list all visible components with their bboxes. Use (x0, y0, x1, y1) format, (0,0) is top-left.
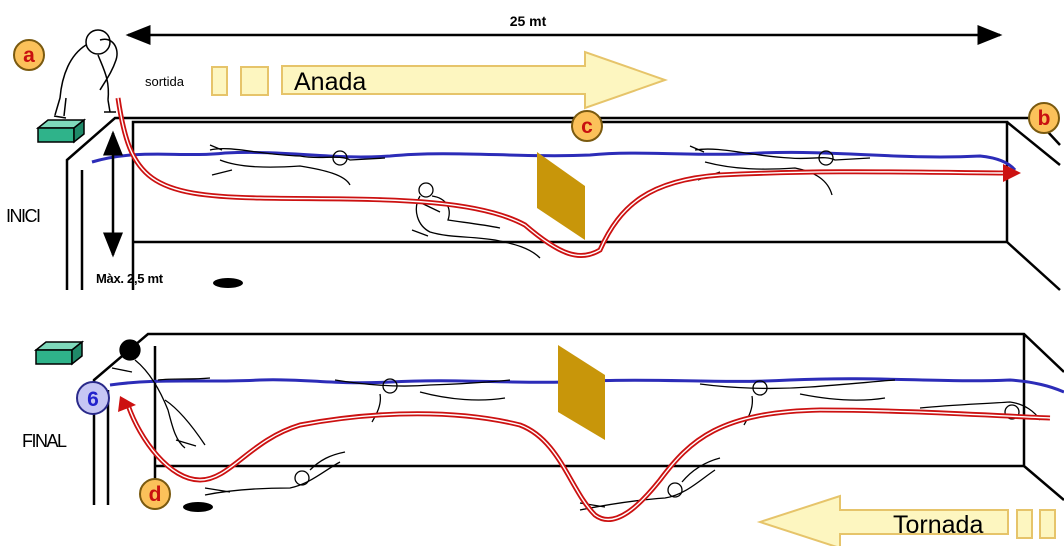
svg-text:d: d (149, 483, 162, 506)
path-arrowhead-return (118, 396, 136, 412)
return-label: Tornada (893, 511, 983, 539)
finishing-swimmer-figure (111, 339, 211, 449)
badge-d: d (139, 478, 171, 510)
start-block (35, 118, 87, 144)
starting-swimmer-figure (53, 29, 118, 119)
svg-text:a: a (23, 44, 35, 67)
path-arrowhead-outbound (1003, 164, 1021, 182)
badge-c: c (571, 110, 603, 142)
swimmer-figure-bottom-1 (334, 378, 511, 423)
svg-text:6: 6 (87, 388, 99, 411)
turn-panel-outbound (537, 152, 585, 240)
svg-text:b: b (1038, 107, 1051, 130)
svg-text:c: c (581, 115, 593, 138)
return-arrow (756, 494, 1056, 546)
turn-panel-return (558, 345, 605, 440)
water-line-outbound (91, 150, 1017, 172)
badge-6: 6 (76, 381, 110, 415)
swimmer-figure-top-1 (209, 144, 386, 186)
depth-marker-outbound (213, 278, 243, 288)
badge-a: a (13, 39, 45, 71)
turning-swimmer-figure (919, 401, 1041, 421)
depth-marker-return (183, 502, 213, 512)
start-side-label: INICI (6, 206, 40, 226)
underwater-swimmer-figure-1 (204, 451, 346, 496)
finish-side-label: FINAL (22, 431, 67, 451)
outbound-arrow (211, 50, 669, 110)
badge-b: b (1028, 102, 1060, 134)
outbound-label: Anada (294, 68, 366, 96)
finish-block (33, 340, 85, 366)
start-label: sortida (145, 74, 185, 89)
swimmer-figure-bottom-2 (699, 379, 896, 426)
return-pool (92, 332, 1064, 505)
distance-label: 25 mt (510, 13, 547, 29)
depth-label: Màx. 2,5 mt (96, 271, 164, 286)
